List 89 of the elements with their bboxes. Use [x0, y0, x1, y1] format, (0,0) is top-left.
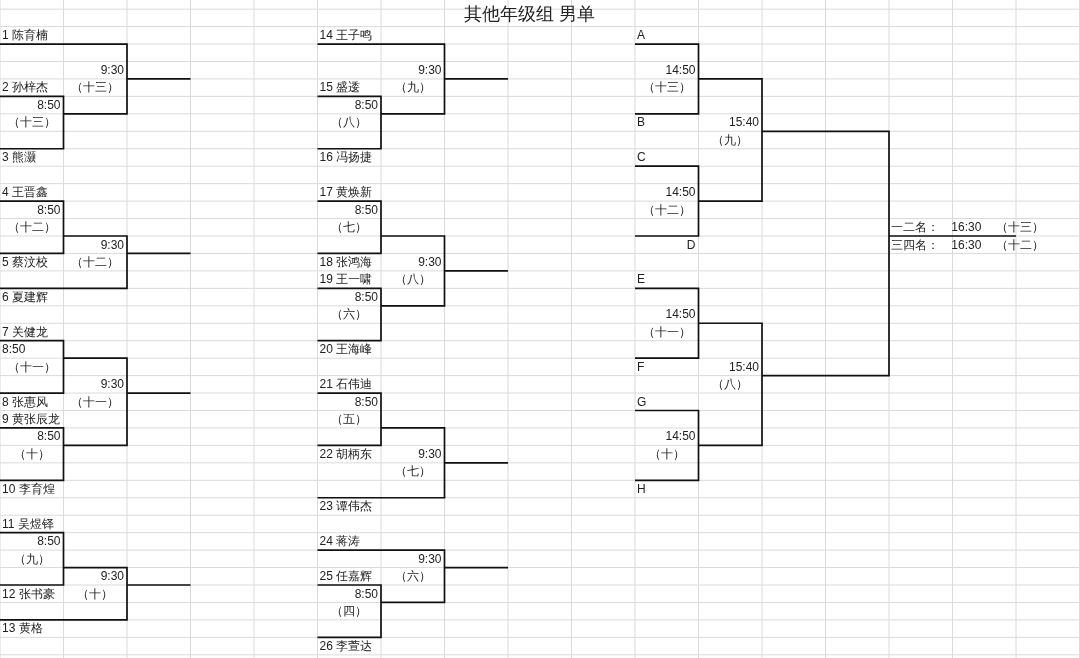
player-name: 2 孙梓杰	[2, 79, 48, 97]
match-time: 8:50	[37, 533, 61, 551]
match-time: 8:50	[354, 201, 378, 219]
player-name: F	[637, 358, 645, 376]
match-time: 8:50	[354, 585, 378, 603]
match-time: 8:50	[354, 288, 378, 306]
court-number: （十一）	[7, 358, 56, 376]
court-number: （五）	[331, 411, 368, 428]
court-number: （十三）	[7, 114, 56, 132]
player-name: 20 王海峰	[319, 341, 373, 359]
court-number: （十二）	[7, 219, 56, 237]
match-time: 14:50	[665, 62, 696, 79]
player-name: 26 李萱达	[319, 637, 373, 655]
court-number: （十三）	[642, 79, 691, 97]
match-time: 8:50	[354, 393, 378, 411]
player-name: 11 吴煜铎	[2, 515, 54, 533]
player-name: 8 张惠风	[2, 393, 48, 411]
court-number: （十二）	[71, 253, 120, 271]
placement-label: 一二名：	[891, 219, 939, 237]
player-name: 21 石伟迪	[319, 376, 373, 394]
player-name: C	[637, 149, 646, 167]
player-name: 16 冯扬捷	[319, 149, 373, 167]
player-name: E	[637, 271, 645, 289]
player-name: 19 王一啸	[319, 271, 373, 289]
player-name: 6 夏建辉	[2, 288, 48, 306]
title: 其他年级组 男单	[463, 3, 597, 25]
player-name: 22 胡柄东	[319, 445, 373, 463]
match-time: 9:30	[418, 445, 442, 463]
match-time: 9:30	[100, 568, 124, 586]
player-name: H	[637, 480, 646, 498]
court-number: （十一）	[642, 323, 691, 341]
court-number: （六）	[331, 306, 368, 324]
court-number: （九）	[394, 79, 431, 97]
court-number: （十三）	[71, 79, 120, 97]
match-time: 9:30	[100, 236, 124, 254]
court-number: （十）	[13, 445, 50, 463]
match-time: 9:30	[100, 376, 124, 394]
court-number: （十一）	[71, 393, 120, 411]
player-name: 24 蒋涛	[319, 533, 361, 551]
court-number: （十）	[77, 585, 114, 603]
player-name: 15 盛逶	[319, 79, 361, 97]
player-name: 7 关健龙	[2, 323, 48, 341]
player-name: 1 陈育楠	[2, 27, 48, 45]
match-time: 14:50	[665, 306, 696, 324]
court-number: （九）	[712, 131, 749, 149]
match-time: 8:50	[37, 428, 61, 446]
match-time: 14:50	[665, 184, 696, 202]
court-number: （八）	[394, 271, 431, 289]
player-name: A	[637, 27, 645, 45]
match-time: 9:30	[418, 253, 442, 271]
court-number: （十三）	[995, 219, 1044, 237]
court-number: （七）	[394, 463, 431, 481]
court-number: （八）	[712, 376, 749, 394]
player-name: 9 黄张辰龙	[2, 411, 60, 428]
placement-label: 三四名：	[891, 236, 939, 254]
player-name: 12 张书豪	[2, 585, 55, 603]
player-name: B	[637, 114, 645, 132]
player-name: 5 蔡汶校	[2, 253, 48, 271]
match-time: 8:50	[354, 96, 378, 114]
player-name: 18 张鸿海	[319, 253, 373, 271]
match-time: 8:50	[37, 201, 61, 219]
player-name: 14 王子鸣	[319, 27, 373, 45]
match-time: 8:50	[2, 341, 26, 359]
match-time: 16:30	[951, 236, 982, 254]
court-number: （九）	[13, 550, 50, 568]
match-time: 14:50	[665, 428, 696, 446]
court-number: （七）	[331, 219, 368, 237]
match-time: 16:30	[951, 219, 982, 237]
match-time: 9:30	[418, 62, 442, 79]
player-name: 3 熊灏	[2, 149, 36, 167]
player-name: 23 谭伟杰	[319, 498, 373, 516]
match-time: 15:40	[728, 114, 759, 132]
match-time: 9:30	[418, 550, 442, 568]
player-name: 17 黄焕新	[319, 184, 373, 202]
court-number: （十二）	[995, 236, 1044, 254]
player-name: G	[637, 393, 647, 411]
match-time: 9:30	[100, 62, 124, 79]
court-number: （八）	[331, 114, 368, 132]
player-name: 4 王晋鑫	[2, 184, 48, 202]
court-number: （十）	[648, 445, 685, 463]
player-name: 25 任嘉辉	[319, 568, 373, 586]
player-name: 13 黄格	[2, 620, 43, 638]
match-time: 15:40	[728, 358, 759, 376]
player-name: D	[686, 236, 696, 254]
court-number: （十二）	[642, 201, 691, 219]
match-time: 8:50	[37, 96, 61, 114]
court-number: （六）	[394, 568, 431, 586]
player-name: 10 李育煌	[2, 480, 55, 498]
court-number: （四）	[331, 602, 368, 620]
